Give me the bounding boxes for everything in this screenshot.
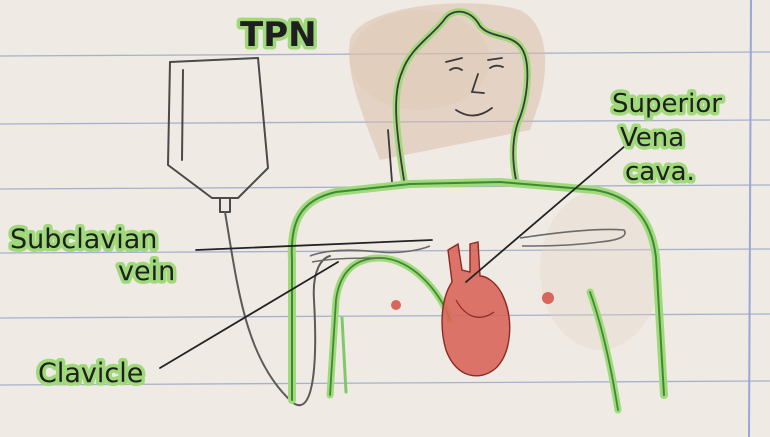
label-vein: vein (118, 256, 175, 287)
label-clavicle: Clavicle (38, 358, 143, 389)
heart-drawing (442, 242, 510, 376)
leader-clavicle (160, 262, 338, 368)
iv-bag-drawing (168, 58, 268, 212)
label-subclavian: Subclavian (10, 224, 157, 255)
label-vena: Vena (620, 123, 684, 153)
right-nipple (542, 292, 554, 304)
left-arm-line (330, 258, 450, 395)
left-nipple (391, 300, 401, 310)
left-inner-arm (342, 318, 346, 392)
margin-line (749, 0, 751, 437)
title-tpn: TPN (240, 15, 317, 55)
label-cava: cava. (625, 157, 695, 187)
label-superior: Superior (612, 89, 722, 119)
iv-tubing (225, 212, 330, 405)
